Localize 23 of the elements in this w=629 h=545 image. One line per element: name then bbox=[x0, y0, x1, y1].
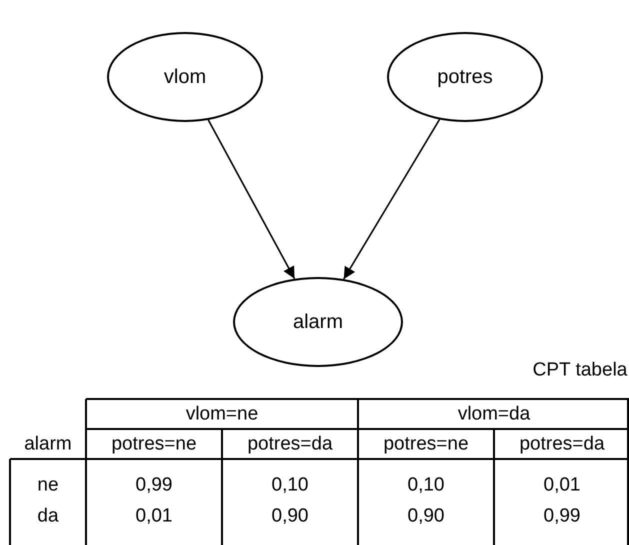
column-header: vlom=da bbox=[458, 404, 530, 424]
arrow bbox=[343, 119, 440, 280]
table-cell: 0,01 bbox=[544, 476, 580, 494]
row-header: alarm bbox=[24, 434, 72, 454]
column-header: potres=da bbox=[247, 434, 333, 454]
table-cell: 0,99 bbox=[544, 506, 580, 526]
table-cell: 0,90 bbox=[272, 506, 308, 526]
table-cell: ne bbox=[37, 476, 59, 494]
node-label: vlom bbox=[164, 66, 206, 88]
table-cell: 0,10 bbox=[408, 476, 444, 494]
table-cell: 0,10 bbox=[272, 476, 308, 494]
table-cell: 0,99 bbox=[136, 476, 172, 494]
arrow bbox=[208, 120, 296, 280]
table-cell: 0,90 bbox=[408, 506, 444, 526]
node-label: alarm bbox=[292, 310, 343, 334]
caption: CPT tabela bbox=[532, 360, 628, 380]
table-cell: da bbox=[37, 506, 59, 526]
column-header: potres=ne bbox=[111, 434, 197, 454]
column-header: vlom=ne bbox=[186, 404, 258, 424]
column-header: potres=da bbox=[519, 434, 605, 454]
column-header: potres=ne bbox=[383, 434, 469, 454]
node-label: potres bbox=[437, 66, 493, 88]
table-cell: 0,01 bbox=[136, 506, 172, 526]
